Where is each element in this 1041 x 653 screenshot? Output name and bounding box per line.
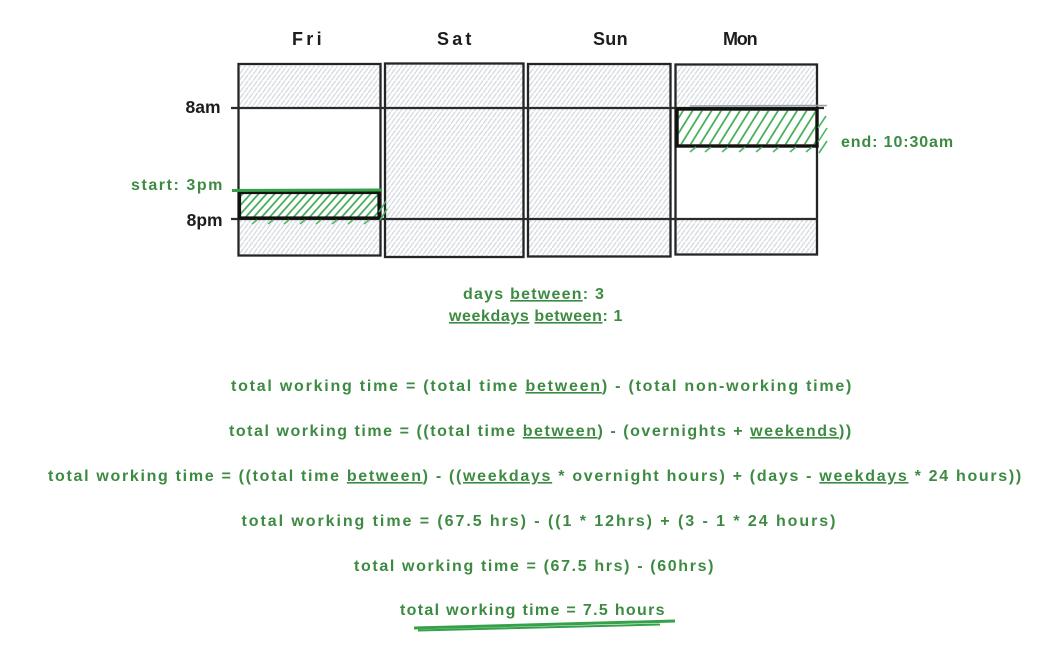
- svg-text:total working time = (67.5 hrs: total working time = (67.5 hrs) - ((1 * …: [242, 513, 838, 530]
- svg-text:weekdays between: 1: weekdays between: 1: [448, 308, 623, 325]
- svg-text:days between: 3: days between: 3: [463, 286, 605, 303]
- svg-text:8am: 8am: [186, 97, 221, 117]
- svg-text:total working time = (67.5 hrs: total working time = (67.5 hrs) - (60hrs…: [354, 558, 715, 575]
- svg-text:8pm: 8pm: [187, 210, 223, 230]
- svg-text:end: 10:30am: end: 10:30am: [841, 134, 954, 151]
- svg-text:total working time = ((total t: total working time = ((total time betwee…: [48, 468, 1023, 485]
- svg-text:start: 3pm: start: 3pm: [131, 177, 224, 194]
- svg-text:Fri: Fri: [292, 29, 325, 49]
- svg-text:Sat: Sat: [437, 29, 475, 49]
- svg-text:Mon: Mon: [723, 29, 757, 49]
- svg-text:total working time = ((total t: total working time = ((total time betwee…: [229, 423, 853, 440]
- svg-text:total working time = (total ti: total working time = (total time between…: [231, 378, 853, 395]
- svg-text:total working time = 7.5 hours: total working time = 7.5 hours: [400, 602, 666, 619]
- svg-text:Sun: Sun: [593, 29, 628, 49]
